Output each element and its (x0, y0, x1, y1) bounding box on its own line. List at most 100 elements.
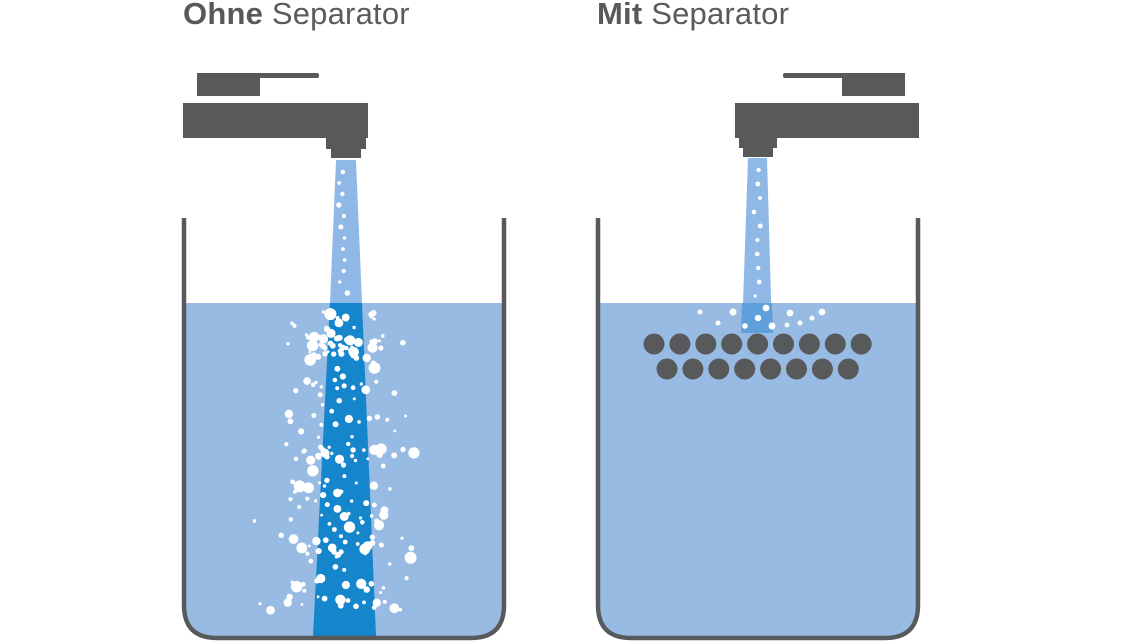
separator-ball-icon (734, 358, 756, 380)
air-bubble-icon (378, 345, 384, 351)
air-bubble-icon (306, 335, 311, 340)
air-bubble-icon (310, 382, 316, 388)
air-bubble-icon (391, 452, 398, 459)
air-bubble-icon (756, 265, 761, 271)
air-bubble-icon (345, 335, 356, 346)
air-bubble-icon (322, 351, 328, 357)
title-without-separator: Ohne Separator (183, 0, 410, 32)
air-bubble-icon (344, 414, 353, 424)
water-stream-right-icon (742, 158, 772, 333)
separator-ball-icon (656, 358, 678, 380)
air-bubble-icon (370, 310, 377, 317)
air-bubble-icon (337, 602, 344, 609)
air-bubble-icon (350, 385, 356, 391)
air-bubble-icon (369, 444, 380, 455)
air-bubble-icon (380, 463, 386, 469)
air-bubble-icon (324, 454, 330, 460)
air-bubble-icon (784, 322, 790, 328)
air-bubble-icon (341, 383, 347, 389)
air-bubbles-left (252, 169, 420, 615)
water-stream-left-submerged-icon (313, 303, 376, 636)
air-bubble-icon (320, 447, 326, 453)
air-bubble-icon (334, 318, 344, 328)
air-bubble-icon (330, 451, 334, 456)
air-bubble-icon (298, 428, 305, 435)
air-bubble-icon (363, 586, 370, 593)
air-bubble-icon (316, 435, 321, 439)
title-with-separator: Mit Separator (597, 0, 789, 32)
air-bubble-icon (306, 455, 316, 465)
air-bubble-icon (327, 340, 334, 346)
air-bubble-icon (353, 355, 360, 361)
air-bubble-icon (398, 607, 403, 612)
air-bubble-icon (312, 536, 321, 546)
air-bubble-icon (352, 397, 356, 401)
air-bubble-icon (319, 422, 324, 427)
air-bubble-icon (307, 544, 311, 548)
air-bubble-icon (332, 377, 338, 383)
air-bubble-icon (381, 586, 386, 590)
separator-ball-icon (682, 358, 704, 380)
air-bubble-icon (290, 581, 303, 593)
separator-ball-icon (811, 358, 833, 380)
separator-ball-icon (747, 333, 769, 355)
air-bubble-icon (345, 598, 351, 603)
air-bubble-icon (332, 564, 339, 570)
air-bubble-icon (258, 602, 262, 606)
air-bubble-icon (344, 345, 349, 351)
air-bubble-icon (342, 236, 347, 240)
air-bubble-icon (293, 388, 299, 394)
air-bubble-icon (334, 454, 345, 464)
air-bubble-icon (297, 505, 302, 509)
air-bubble-icon (372, 598, 381, 607)
air-bubble-icon (363, 500, 370, 507)
air-bubble-icon (296, 542, 308, 554)
air-bubble-icon (314, 499, 318, 503)
air-bubble-icon (367, 342, 378, 353)
air-bubble-icon (338, 280, 342, 284)
air-bubble-icon (354, 481, 358, 485)
air-bubble-icon (404, 576, 409, 581)
air-bubble-icon (393, 429, 397, 433)
air-bubble-icon (252, 519, 257, 523)
air-bubble-icon (288, 534, 299, 544)
air-bubble-icon (302, 588, 307, 593)
air-bubble-icon (357, 420, 361, 424)
air-bubble-icon (374, 414, 381, 420)
air-bubble-icon (337, 343, 343, 348)
air-bubble-icon (377, 339, 381, 343)
air-bubble-icon (300, 603, 304, 606)
air-bubble-icon (343, 521, 356, 533)
air-bubble-icon (697, 309, 703, 315)
air-bubble-icon (303, 377, 311, 385)
air-bubble-icon (300, 581, 306, 587)
air-bubble-icon (372, 317, 376, 321)
air-bubble-icon (338, 549, 344, 555)
title-left-bold: Ohne (183, 0, 264, 31)
air-bubble-icon (400, 536, 404, 540)
air-bubble-icon (309, 331, 320, 342)
air-bubble-icon (314, 353, 322, 360)
air-bubble-icon (337, 181, 342, 185)
air-bubble-icon (388, 562, 392, 566)
air-bubble-icon (715, 320, 721, 326)
air-bubble-icon (288, 517, 293, 522)
air-bubble-icon (797, 320, 803, 326)
air-bubble-icon (809, 315, 815, 321)
air-bubble-icon (340, 169, 346, 175)
air-bubble-icon (368, 362, 381, 374)
air-bubble-icon (334, 365, 341, 372)
air-bubble-icon (751, 209, 757, 215)
separator-ball-icon (669, 333, 691, 355)
separator-ball-icon (643, 333, 665, 355)
separator-ball-icon (824, 333, 846, 355)
air-bubble-icon (266, 605, 275, 615)
air-bubble-icon (378, 542, 384, 548)
water-stream-left-upper-icon (330, 160, 362, 303)
air-bubble-icon (368, 581, 375, 587)
air-bubble-icon (753, 294, 757, 298)
air-bubble-icon (349, 499, 354, 503)
air-bubble-icon (352, 325, 356, 330)
air-bubble-icon (371, 502, 377, 508)
